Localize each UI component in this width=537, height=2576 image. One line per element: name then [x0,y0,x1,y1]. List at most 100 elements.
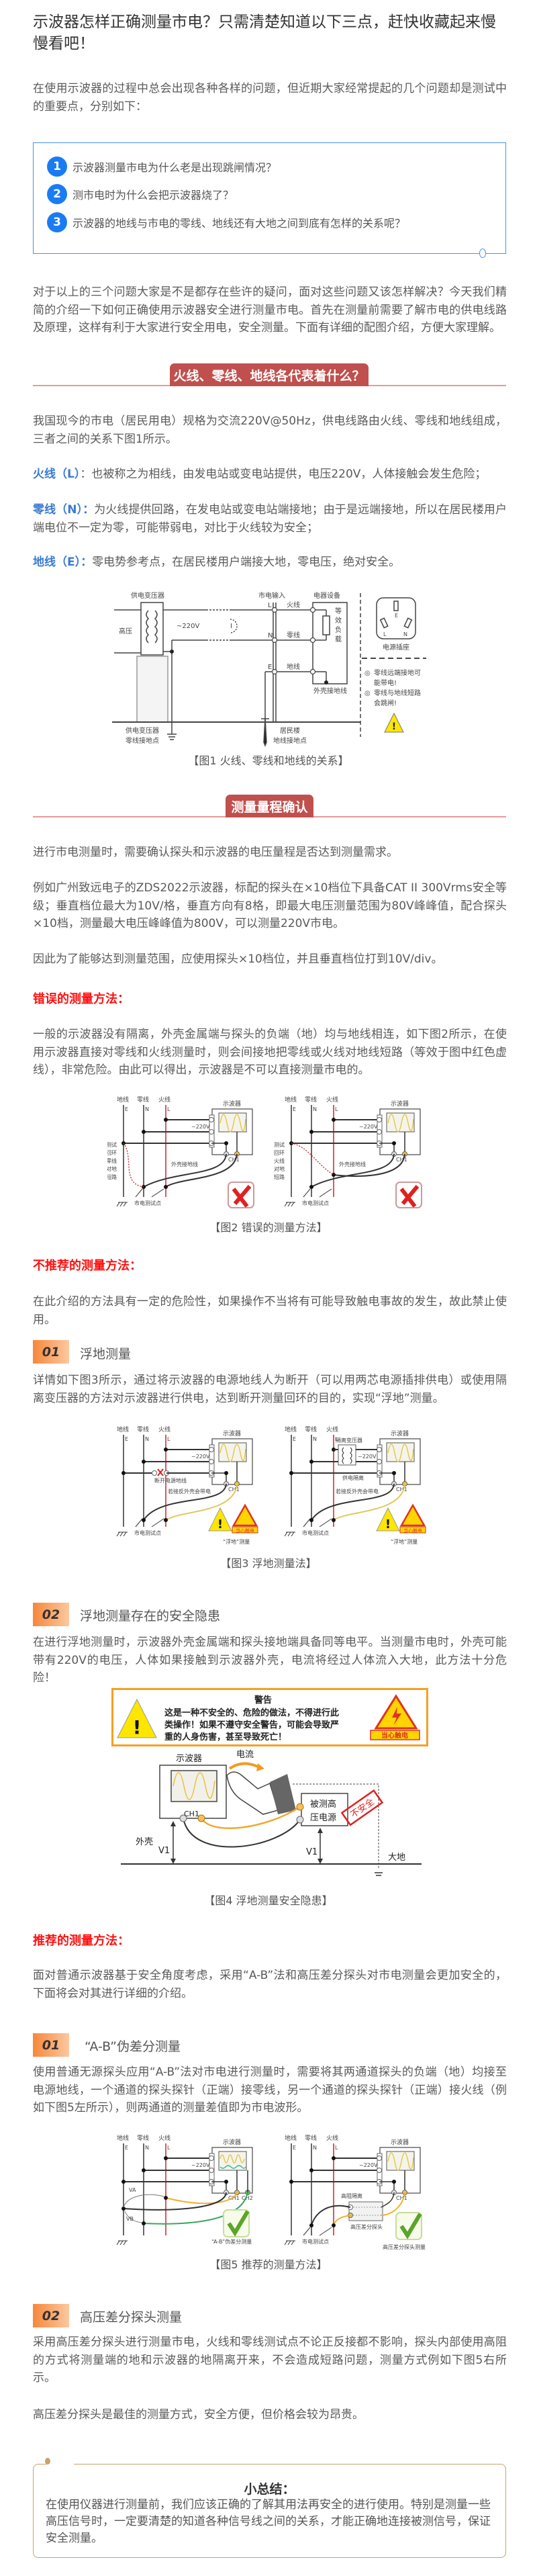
current-arrow-icon [228,1762,260,1770]
label: 火线 [158,1425,170,1433]
terminal [209,1129,214,1135]
waveform [387,1444,414,1462]
label: N [313,1436,317,1442]
shock-label: 当心触电 [381,1731,408,1740]
label: VA [129,2187,136,2193]
wrong-method-heading: 错误的测量方法： [33,992,130,1006]
terminal [377,1129,382,1135]
label: CH1 [396,1486,407,1493]
label: ~220V [359,2162,378,2168]
waveform [219,2165,246,2169]
junction-dot [224,1471,228,1475]
vb-arrow [124,2211,143,2223]
question-text: 示波器的地线与市电的零线、地线还有大地之间到底有怎样的关系呢？ [72,217,406,230]
label: 能带电! [374,678,397,687]
load-resistor [322,615,330,635]
diff-probe-note: 高压差分探头是最佳的测量方式，安全方便，但价格会较为昂贵。 [33,2408,364,2422]
label: 零线 [137,2135,149,2142]
terminal [152,1470,157,1476]
label: 供电隔离 [342,1474,364,1481]
junction-dot [224,2180,228,2184]
exclamation: ! [217,1517,223,1531]
junction-dot [392,1471,396,1475]
label: 火线 [326,2135,338,2142]
junction-dot [164,1118,168,1122]
step-number-badge: 01 [33,2033,69,2057]
high-voltage-source-box [301,1793,348,1826]
label: 零线接地点 [126,736,159,745]
oscilloscope-screen [170,1770,217,1802]
label: ~220V [191,1124,210,1130]
probe-tip-lead [333,1153,405,1177]
label: 负 [335,625,342,634]
differential-probe-box [348,2201,383,2221]
label: E [395,613,398,619]
label: 短路 [274,1173,285,1180]
junction-dot [309,1518,313,1522]
junction-dot [332,2156,336,2160]
label: ~220V [359,1124,378,1130]
label: 高压 [119,627,132,635]
step-title: “A-B”伪差分测量 [85,2039,181,2054]
ground-symbol-icon [284,1202,295,1207]
label: CH1 [396,2195,407,2201]
probe-pos-lead [333,2215,351,2226]
label: 外壳接地线 [171,1161,198,1167]
label: 示波器 [391,1429,409,1437]
hand-icon [226,1771,279,1815]
section-header-wires: 火线、零线、地线各代表着什么？ [33,363,506,386]
pointer-arrow [303,2227,332,2236]
probe-neg-lead [311,2205,351,2226]
waveform [173,1772,215,1800]
short-circuit-path [291,1143,334,1175]
label: 外壳接地线 [339,1161,366,1167]
label: L [383,631,387,637]
label: 外壳 [136,1837,153,1847]
summary-text: 在使用仪器进行测量前，我们应该正确的了解其用法再安全的进行使用。特别是测量一些高… [46,2498,491,2545]
junction-dot [121,1471,126,1475]
label: E [125,2145,128,2151]
junction-dot [289,2180,293,2184]
waveform [387,2152,414,2171]
section-heading: 火线、零线、地线各代表着什么？ [170,363,369,386]
label: 地线 [285,1425,297,1433]
coil [342,1447,352,1464]
label: V1 [306,1847,318,1857]
question-number-badge: 1 [47,157,67,177]
label: 测试 [107,1141,117,1148]
shock-sign [370,1730,420,1740]
label: CH1 [228,1157,240,1163]
figure-1-wiring-diagram: ! 供电变压器 高压 ~220V I 市电输入 电器设备 L N E 火线 零线… [112,591,426,748]
definition-text: 为火线提供回路，在发电站或变电站端接地；由于是远端接地，所以在居民楼用户端电位不… [33,503,507,535]
svg-text:!: ! [392,721,396,732]
article-title: 示波器怎样正确测量市电？只需清楚知道以下三点，赶快收藏起来慢慢看吧！ [33,13,496,52]
label: 地线 [117,1096,129,1104]
figure-4-hazard-diagram: ! 警告 这是一种不安全的、危险的做法，不得进行此 类操作！如果不遵守安全警告，… [111,1688,428,1876]
label: 市电输入 [258,591,285,600]
label: 若接反外壳会带电 [168,1488,211,1495]
figure-4-caption: 【图4 浮地测量安全隐患】 [204,1894,333,1907]
check-mark [399,2213,422,2239]
section-header-range: 测量量程确认 [33,795,506,817]
question-text: 测市电时为什么会把示波器烧了？ [72,189,234,202]
ground-rod [261,718,269,748]
junction-dot [392,1141,396,1145]
label: E [293,1106,296,1112]
label: 示波器 [223,1100,241,1108]
junction-dot [164,1518,168,1522]
probe-tip-lead [165,1483,238,1521]
ground-symbol-icon [116,2240,128,2246]
junction-dot [142,2221,146,2225]
x-mark [232,1185,252,1208]
shock-sign [399,1526,426,1534]
label: 测试 [274,1141,285,1148]
label: ~220V [191,1454,210,1460]
junction-dot [309,1130,313,1134]
broken-connection-icon [157,1468,164,1476]
wrong-method-paragraph: 一般的示波器没有隔离，外壳金属端与探头的负端（地）均与地线相连，如下图2所示，在… [33,1028,507,1077]
junction-dot [164,1448,168,1452]
label: 当心触电 [236,1527,254,1534]
